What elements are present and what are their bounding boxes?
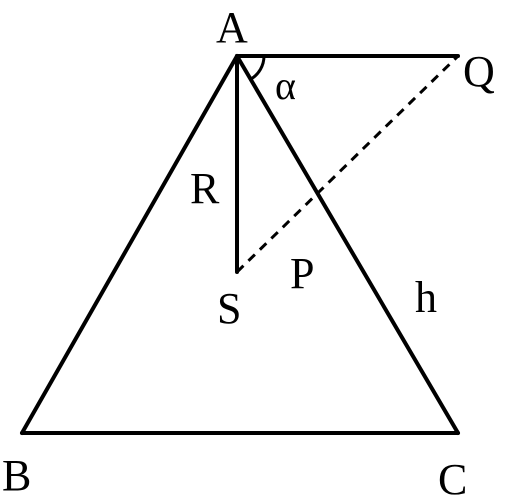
label-r: R [190,164,220,213]
label-h: h [415,273,437,322]
angle-alpha-arc [249,55,266,81]
dashed-segment-sq [235,54,460,274]
label-b: B [2,451,31,500]
label-q: Q [463,47,495,96]
label-p: P [290,249,314,298]
label-alpha: α [275,63,296,108]
side-ab [20,54,239,435]
side-ac [235,54,460,435]
label-s: S [217,284,241,333]
label-c: C [438,455,467,502]
label-a: A [216,3,248,52]
